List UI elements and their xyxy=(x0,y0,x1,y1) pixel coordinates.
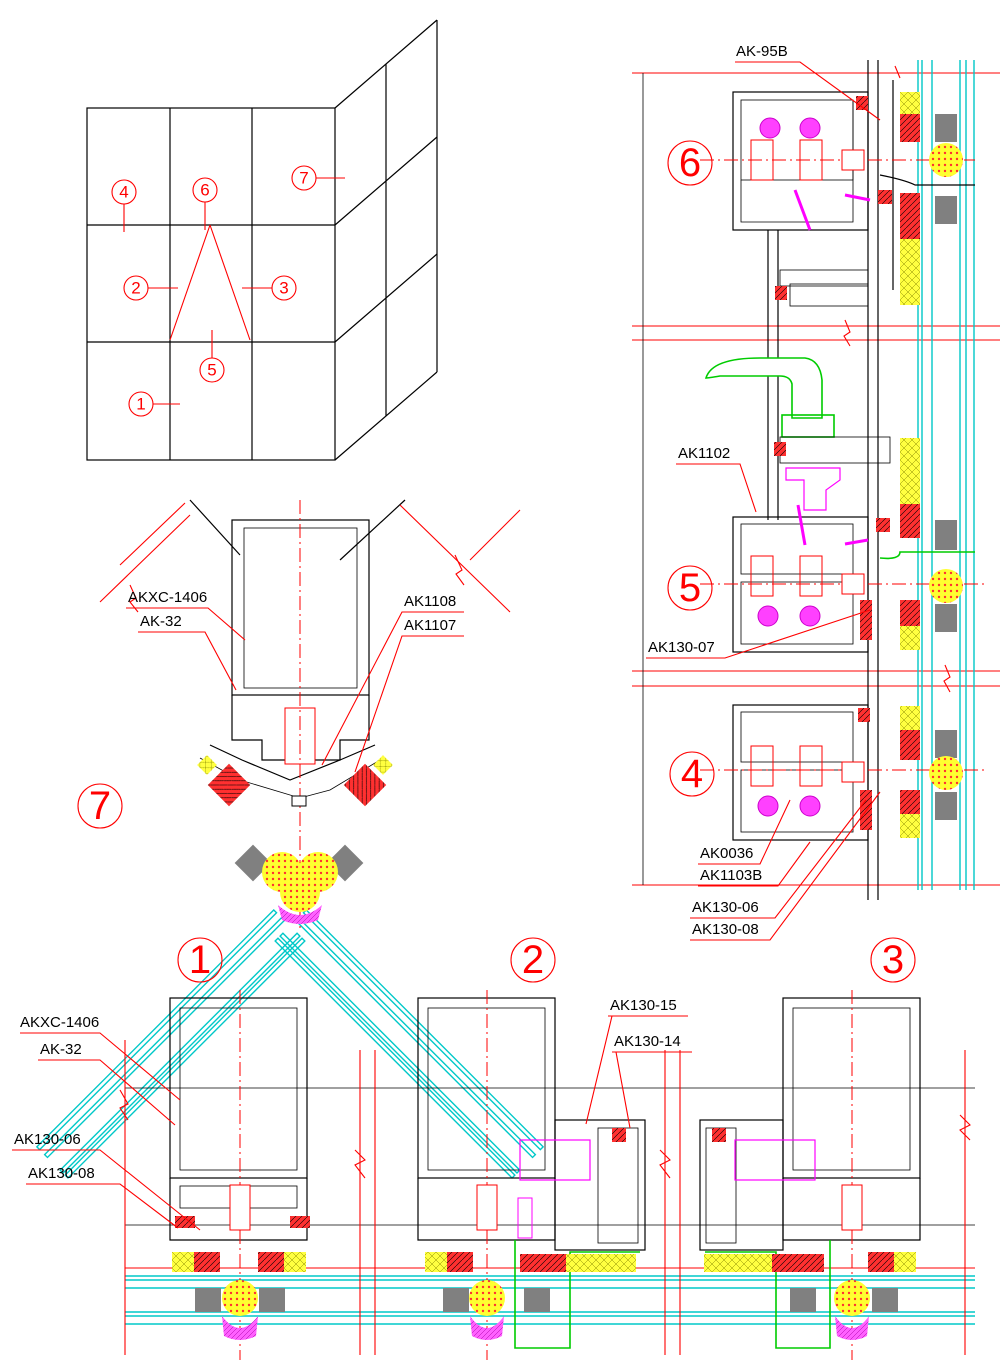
svg-text:1: 1 xyxy=(189,938,211,982)
label-ak95b: AK-95B xyxy=(736,43,788,60)
vertical-section: 6 5 4 AK-95B AK1102 AK130-07 AK0036 AK11… xyxy=(632,43,1000,941)
label-ak130-06-d1: AK130-06 xyxy=(14,1131,81,1148)
label-ak130-14: AK130-14 xyxy=(614,1033,681,1050)
label-ak32-d1: AK-32 xyxy=(40,1041,82,1058)
svg-text:3: 3 xyxy=(882,938,904,982)
label-ak32-d7: AK-32 xyxy=(140,613,182,630)
label-ak1108: AK1108 xyxy=(404,593,456,610)
svg-text:1: 1 xyxy=(136,395,145,414)
label-akxc1406-d7: AKXC-1406 xyxy=(128,589,207,606)
svg-text:3: 3 xyxy=(279,279,288,298)
label-ak1102: AK1102 xyxy=(678,445,730,462)
detail-1: 1 AKXC-1406 AK-32 AK130-06 AK130-08 xyxy=(12,937,310,1360)
svg-text:6: 6 xyxy=(200,181,209,200)
svg-text:4: 4 xyxy=(681,752,703,796)
svg-text:4: 4 xyxy=(119,183,128,202)
label-ak130-15: AK130-15 xyxy=(610,997,677,1014)
key-marker-4: 4 xyxy=(111,179,137,232)
svg-text:7: 7 xyxy=(89,784,111,828)
label-ak130-07: AK130-07 xyxy=(648,639,715,656)
bottom-details: 1 AKXC-1406 AK-32 AK130-06 AK130-08 xyxy=(12,937,975,1360)
svg-text:7: 7 xyxy=(299,169,308,188)
label-ak0036: AK0036 xyxy=(700,845,753,862)
detail-2: 2 AK130-15 AK130-14 xyxy=(417,937,692,1360)
label-ak130-06-right: AK130-06 xyxy=(692,899,759,916)
key-marker-6: 6 xyxy=(169,177,251,341)
detail-marker-2 xyxy=(510,937,556,983)
key-marker-1: 1 xyxy=(128,391,180,417)
label-ak1107: AK1107 xyxy=(404,617,456,634)
svg-text:2: 2 xyxy=(522,938,544,982)
transom-4 xyxy=(700,704,985,841)
detail-7-corner: 7 AKXC-1406 AK-32 AK1108 AK1107 xyxy=(35,499,545,1179)
svg-text:5: 5 xyxy=(679,566,701,610)
svg-text:2: 2 xyxy=(131,279,140,298)
key-marker-2: 2 xyxy=(123,275,178,301)
key-marker-7: 7 xyxy=(291,165,345,191)
transom-5 xyxy=(700,438,985,653)
transom-6 xyxy=(700,91,975,305)
label-akxc1406-d1: AKXC-1406 xyxy=(20,1014,99,1031)
label-ak130-08-right: AK130-08 xyxy=(692,921,759,938)
detail-marker-6: 6 xyxy=(667,140,713,186)
key-map: 4 6 7 2 3 5 xyxy=(86,19,438,461)
label-ak1103b: AK1103B xyxy=(700,867,762,884)
svg-text:5: 5 xyxy=(207,361,216,380)
detail-marker-3 xyxy=(870,937,916,983)
detail-marker-1 xyxy=(177,937,223,983)
label-ak130-08-d1: AK130-08 xyxy=(28,1165,95,1182)
detail-3: 3 xyxy=(699,937,921,1360)
detail-marker-5: 5 xyxy=(667,565,713,611)
detail-marker-7: 7 xyxy=(77,783,123,829)
handle xyxy=(704,357,835,438)
detail-marker-4: 4 xyxy=(669,751,715,797)
svg-text:6: 6 xyxy=(679,141,701,185)
key-marker-5: 5 xyxy=(199,330,225,383)
key-marker-3: 3 xyxy=(242,275,297,301)
